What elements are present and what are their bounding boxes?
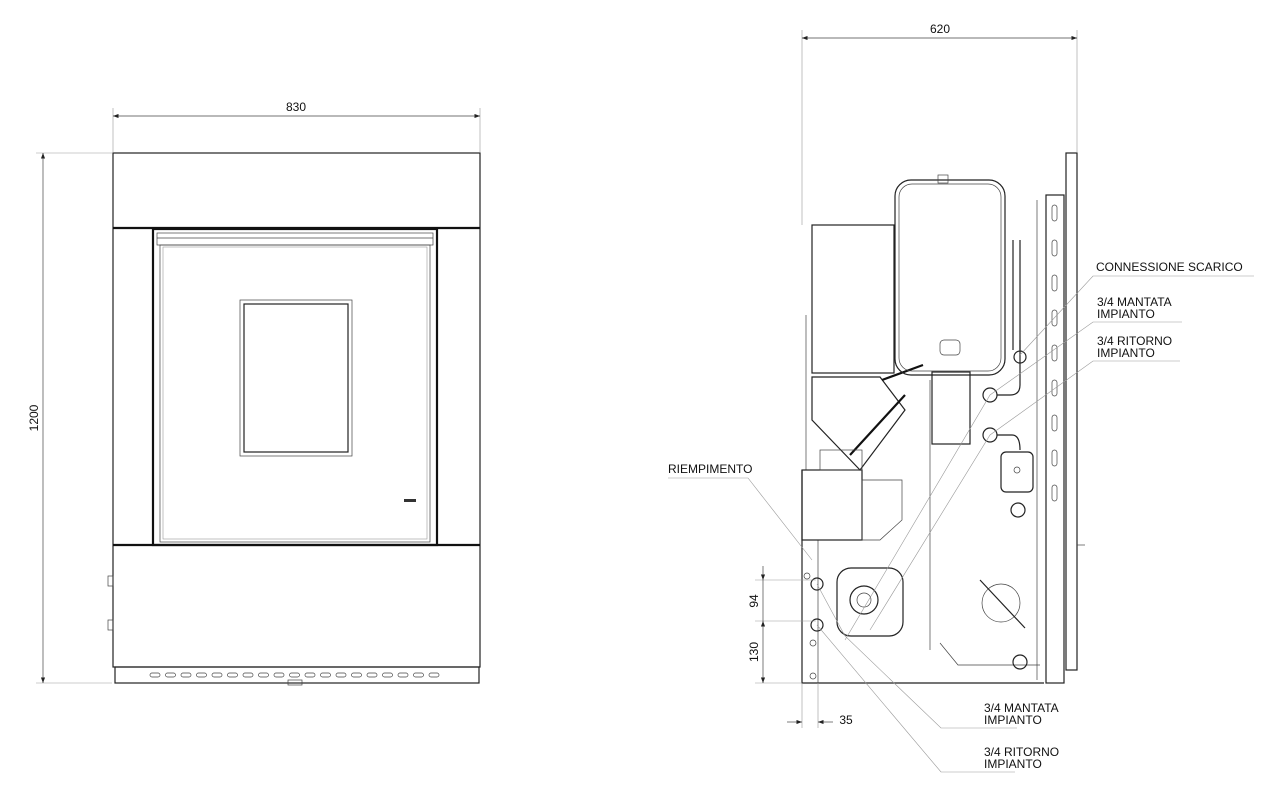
label-ritorno-bottom: 3/4 RITORNO IMPIANTO — [816, 624, 1059, 773]
vent-slot — [165, 672, 176, 678]
svg-text:3/4 RITORNO: 3/4 RITORNO — [984, 745, 1059, 759]
circulation-pump — [1000, 451, 1034, 493]
svg-text:IMPIANTO: IMPIANTO — [1097, 307, 1155, 321]
viewing-window — [239, 299, 353, 457]
svg-text:CONNESSIONE SCARICO: CONNESSIONE SCARICO — [1096, 260, 1243, 274]
back-plate — [1065, 152, 1078, 671]
svg-text:IMPIANTO: IMPIANTO — [984, 713, 1042, 727]
pellet-hopper — [811, 376, 906, 471]
label-mandata-top: 3/4 MANTATA IMPIANTO — [844, 295, 1182, 641]
vertical-dimensions: 94 130 — [747, 566, 816, 684]
vent-slot — [335, 672, 347, 678]
svg-text:IMPIANTO: IMPIANTO — [1097, 346, 1155, 360]
dim-35-label: 35 — [839, 713, 853, 727]
svg-text:RIEMPIMENTO: RIEMPIMENTO — [668, 462, 752, 476]
vent-slot — [273, 672, 285, 678]
combustion-fan — [836, 567, 904, 637]
frame-slot — [1051, 449, 1058, 467]
label-connessione-scarico: CONNESSIONE SCARICO — [1019, 260, 1254, 356]
frame-slot — [1051, 414, 1058, 432]
vent-slot — [196, 672, 207, 678]
dim-94-label: 94 — [747, 594, 761, 608]
front-view: 830 1200 — [27, 100, 481, 686]
width-dimension-label: 830 — [286, 100, 306, 114]
frame-slot — [1051, 379, 1058, 397]
svg-text:3/4 MANTATA: 3/4 MANTATA — [984, 701, 1059, 715]
frame-slot — [1051, 309, 1058, 327]
dim-130-label: 130 — [747, 642, 761, 662]
label-ritorno-top: 3/4 RITORNO IMPIANTO — [869, 334, 1180, 631]
width-dimension: 830 — [112, 100, 481, 152]
frame-slot — [1051, 344, 1058, 362]
upper-front-panel — [811, 224, 895, 374]
dim-35: 35 — [787, 683, 853, 728]
frame-slot — [1051, 239, 1058, 257]
door-frame — [151, 227, 439, 547]
svg-text:IMPIANTO: IMPIANTO — [984, 757, 1042, 771]
vent-slot — [149, 672, 161, 678]
vent-slot — [227, 672, 238, 678]
vent-slot — [242, 672, 254, 678]
connection-ritorno — [810, 618, 824, 632]
electronics-box — [801, 469, 863, 541]
vent-slot — [289, 672, 300, 678]
vent-slot — [351, 672, 362, 678]
label-riempimento: RIEMPIMENTO — [668, 462, 813, 561]
vent-slot — [304, 672, 316, 678]
frame-slot — [1051, 484, 1058, 502]
label-mandata-bottom: 3/4 MANTATA IMPIANTO — [816, 583, 1059, 729]
depth-dimension-label: 620 — [930, 22, 950, 36]
vent-slot — [413, 672, 424, 678]
svg-text:3/4 RITORNO: 3/4 RITORNO — [1097, 334, 1172, 348]
svg-text:3/4 MANTATA: 3/4 MANTATA — [1097, 295, 1172, 309]
vent-slot — [320, 672, 331, 678]
connection-mandata — [810, 577, 824, 591]
frame-slot — [1051, 204, 1058, 222]
vent-slot — [428, 672, 440, 678]
air-flap — [979, 579, 1026, 629]
brand-logo — [404, 499, 416, 502]
base-vent — [114, 666, 480, 686]
vent-slot — [258, 672, 269, 678]
vent-slot — [382, 672, 393, 678]
vent-slot — [180, 672, 192, 678]
height-dimension: 1200 — [27, 152, 112, 684]
frame-slot — [1051, 274, 1058, 292]
depth-dimension: 620 — [801, 22, 1078, 225]
vent-slot — [366, 672, 378, 678]
hydraulic-block — [931, 371, 971, 445]
side-view: 620 — [668, 22, 1254, 773]
vent-slot — [397, 672, 409, 678]
height-dimension-label: 1200 — [27, 404, 41, 431]
vent-slot — [211, 672, 223, 678]
expansion-tank — [894, 179, 1006, 376]
